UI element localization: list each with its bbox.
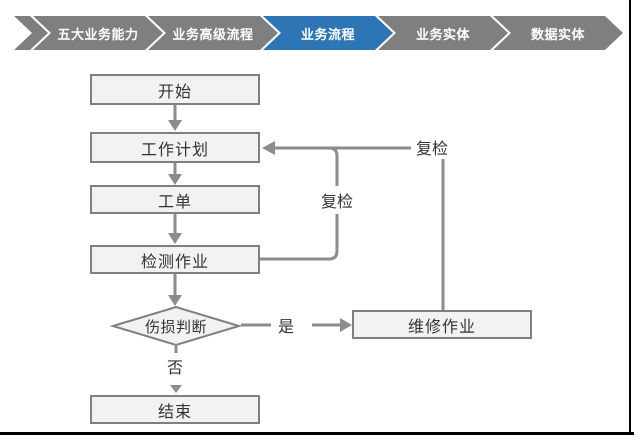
page-border-bottom [0, 432, 634, 435]
node-work-plan: 工作计划 [90, 132, 260, 163]
step-business-entity[interactable]: 业务实体 [378, 16, 508, 50]
node-damage-decision: 伤损判断 [113, 307, 239, 345]
node-label: 开始 [157, 83, 192, 101]
node-label: 结束 [157, 403, 192, 421]
edge-label-recheck-loop: 复检 [318, 186, 356, 214]
page-border-right [629, 0, 631, 435]
edge-label-text: 否 [166, 360, 183, 377]
edge-label-recheck-repair: 复检 [411, 134, 453, 159]
step-label: 数据实体 [530, 26, 585, 42]
edge-repair-recheck-to-plan [275, 146, 445, 310]
arrowhead-right-icon [340, 318, 352, 332]
node-inspection-job: 检测作业 [90, 245, 260, 274]
arrowhead-left-icon [262, 141, 275, 155]
step-label: 业务高级流程 [172, 26, 254, 42]
step-label: 五大业务能力 [57, 26, 139, 42]
node-label: 伤损判断 [144, 318, 207, 336]
edge-label-text: 复检 [320, 194, 353, 211]
step-label: 业务实体 [415, 26, 470, 42]
node-label: 工单 [157, 193, 192, 211]
node-label: 检测作业 [140, 253, 209, 271]
node-label: 工作计划 [140, 141, 209, 159]
step-data-entity[interactable]: 数据实体 [493, 16, 623, 50]
arrowhead-down-icon [168, 120, 182, 131]
node-repair-job: 维修作业 [352, 310, 532, 339]
step-label: 业务流程 [300, 26, 355, 42]
decision-diamond-shape [109, 305, 243, 347]
node-start: 开始 [90, 74, 260, 105]
edge-inspect-recheck-to-plan [260, 146, 339, 261]
arrowhead-down-icon [168, 295, 182, 306]
step-five-business-capabilities[interactable]: 五大业务能力 [33, 16, 163, 50]
arrowhead-down-icon [168, 174, 182, 185]
node-work-order: 工单 [90, 185, 260, 214]
node-label: 维修作业 [407, 318, 476, 336]
arrowhead-down-icon [168, 233, 182, 244]
edge-label-text: 是 [277, 319, 294, 336]
step-business-process-active[interactable]: 业务流程 [263, 16, 393, 50]
edge-label-yes: 是 [272, 314, 300, 336]
node-end: 结束 [90, 395, 260, 424]
arrowhead-down-small-icon [170, 385, 182, 393]
step-business-highlevel-process[interactable]: 业务高级流程 [148, 16, 278, 50]
edge-label-text: 复检 [415, 140, 448, 158]
edge-label-no: 否 [161, 355, 189, 377]
